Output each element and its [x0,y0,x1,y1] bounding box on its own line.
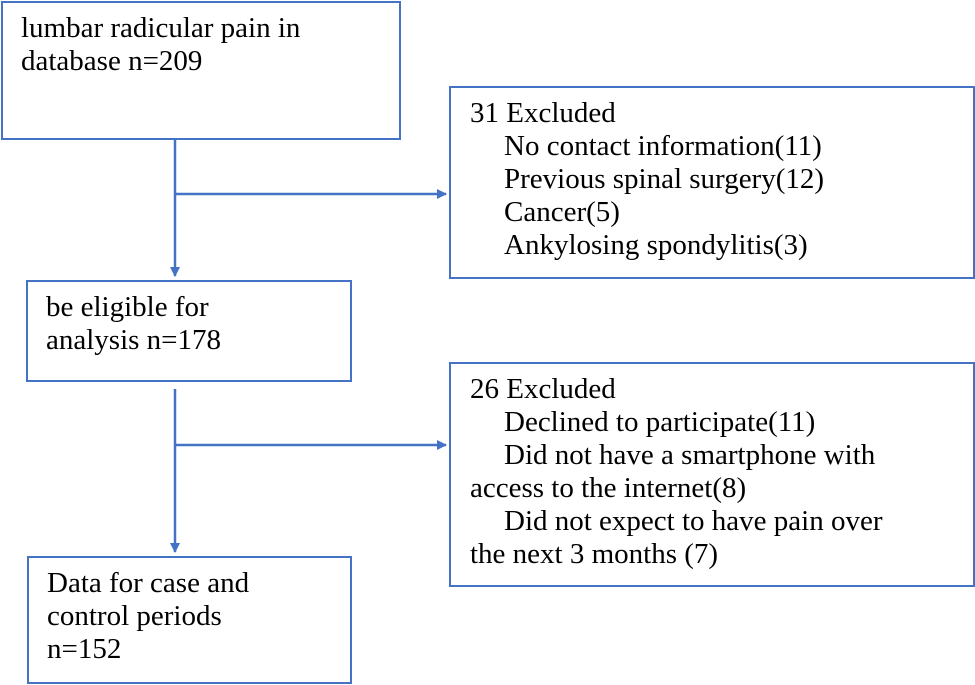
final-box: Data for case and control periods n=152 [27,556,352,684]
database-box: lumbar radicular pain in database n=209 [1,1,401,140]
final-box-line: Data for case and [47,567,250,599]
final-box-line: control periods [47,600,222,632]
exclusion-2-reason: Did not expect to have pain over [504,505,883,537]
exclusion-1-heading: 31 Excluded [470,97,616,129]
eligible-box-line: analysis n=178 [46,324,222,356]
exclusion-1-reason: Cancer(5) [504,196,620,228]
exclusion-2-reason-continuation: access to the internet(8) [470,472,747,504]
final-box-line: n=152 [47,633,122,665]
exclusion-box-1: 31 Excluded No contact information(11) P… [449,86,975,279]
exclusion-2-reason: Did not have a smartphone with [504,439,876,471]
eligible-box: be eligible for analysis n=178 [26,280,352,382]
eligible-box-line: be eligible for [46,291,209,323]
database-box-line: database n=209 [21,45,203,77]
exclusion-1-reason: No contact information(11) [504,130,822,162]
exclusion-2-reason: Declined to participate(11) [504,406,816,438]
exclusion-1-reason: Ankylosing spondylitis(3) [504,229,808,261]
exclusion-box-2: 26 Excluded Declined to participate(11) … [449,362,975,587]
exclusion-2-heading: 26 Excluded [470,373,616,405]
database-box-line: lumbar radicular pain in [21,12,301,44]
exclusion-2-reason-continuation: the next 3 months (7) [470,538,719,570]
exclusion-1-reason: Previous spinal surgery(12) [504,163,825,195]
